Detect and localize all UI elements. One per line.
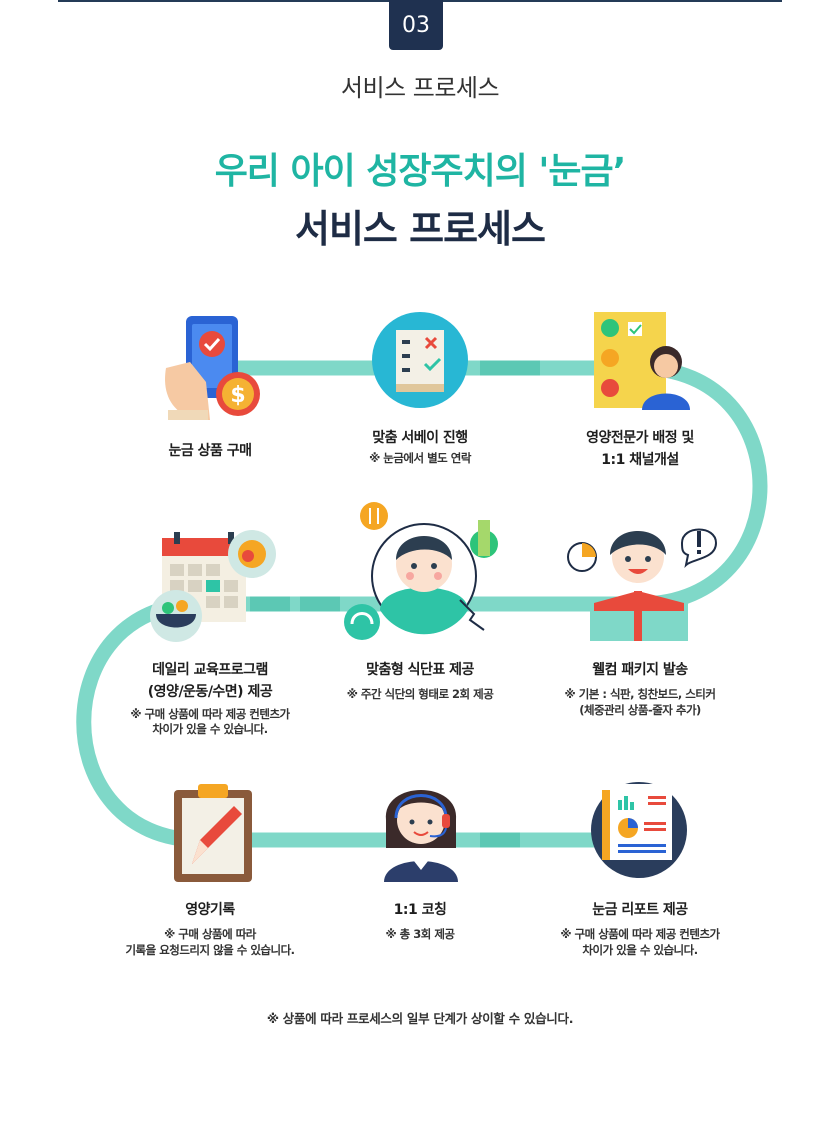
step-survey-title: 맞춤 서베이 진행	[372, 430, 468, 446]
step-number-badge: 03	[389, 0, 443, 50]
clipboard-record-icon	[174, 784, 252, 882]
section-label: 서비스 프로세스	[340, 74, 500, 102]
step-diet-note: ※ 주간 식단의 형태로 2회 제공	[346, 687, 494, 701]
survey-checklist-icon	[372, 312, 468, 408]
step-expert-title-line2: 1:1 채널개설	[601, 452, 679, 468]
footer-disclaimer: ※ 상품에 따라 프로세스의 일부 단계가 상이할 수 있습니다.	[266, 1011, 574, 1026]
step-daily-note-line1: ※ 구매 상품에 따라 제공 컨텐츠가	[130, 707, 290, 721]
step-welcome-note-line2: (체중관리 상품-줄자 추가)	[579, 703, 701, 717]
headline-secondary: 서비스 프로세스	[295, 207, 546, 251]
step-daily-note-line2: 차이가 있을 수 있습니다.	[152, 722, 268, 736]
step-purchase-title: 눈금 상품 구매	[168, 443, 252, 459]
svg-text:$: $	[230, 383, 245, 408]
coaching-headset-icon	[384, 790, 458, 882]
nutrition-expert-icon	[594, 312, 690, 410]
step-record-note-line2: 기록을 요청드리지 않을 수 있습니다.	[125, 943, 295, 957]
step-report-note-line2: 차이가 있을 수 있습니다.	[582, 943, 698, 957]
step-welcome-title: 웰컴 패키지 발송	[592, 662, 688, 678]
headline-primary: 우리 아이 성장주치의 '눈금’	[214, 151, 627, 192]
report-document-icon	[591, 782, 687, 878]
step-daily-title-line1: 데일리 교육프로그램	[152, 662, 268, 678]
step-survey-note: ※ 눈금에서 별도 연락	[369, 451, 471, 465]
step-welcome-note-line1: ※ 기본 : 식판, 칭찬보드, 스티커	[564, 687, 716, 701]
step-record-title: 영양기록	[185, 902, 235, 918]
process-path-accent	[250, 360, 540, 848]
calendar-program-icon	[150, 530, 276, 642]
step-record-note-line1: ※ 구매 상품에 따라	[164, 927, 256, 941]
step-report-title: 눈금 리포트 제공	[592, 902, 688, 918]
phone-purchase-icon: $	[165, 316, 260, 420]
step-daily-title-line2: (영양/운동/수면) 제공	[147, 684, 273, 700]
step-coaching-note: ※ 총 3회 제공	[385, 927, 455, 941]
diet-plan-consultant-icon	[344, 502, 498, 640]
step-diet-title: 맞춤형 식단표 제공	[366, 662, 474, 678]
step-expert-title-line1: 영양전문가 배정 및	[586, 430, 694, 446]
welcome-package-icon	[567, 528, 718, 641]
step-coaching-title: 1:1 코칭	[393, 902, 447, 918]
step-report-note-line1: ※ 구매 상품에 따라 제공 컨텐츠가	[560, 927, 720, 941]
